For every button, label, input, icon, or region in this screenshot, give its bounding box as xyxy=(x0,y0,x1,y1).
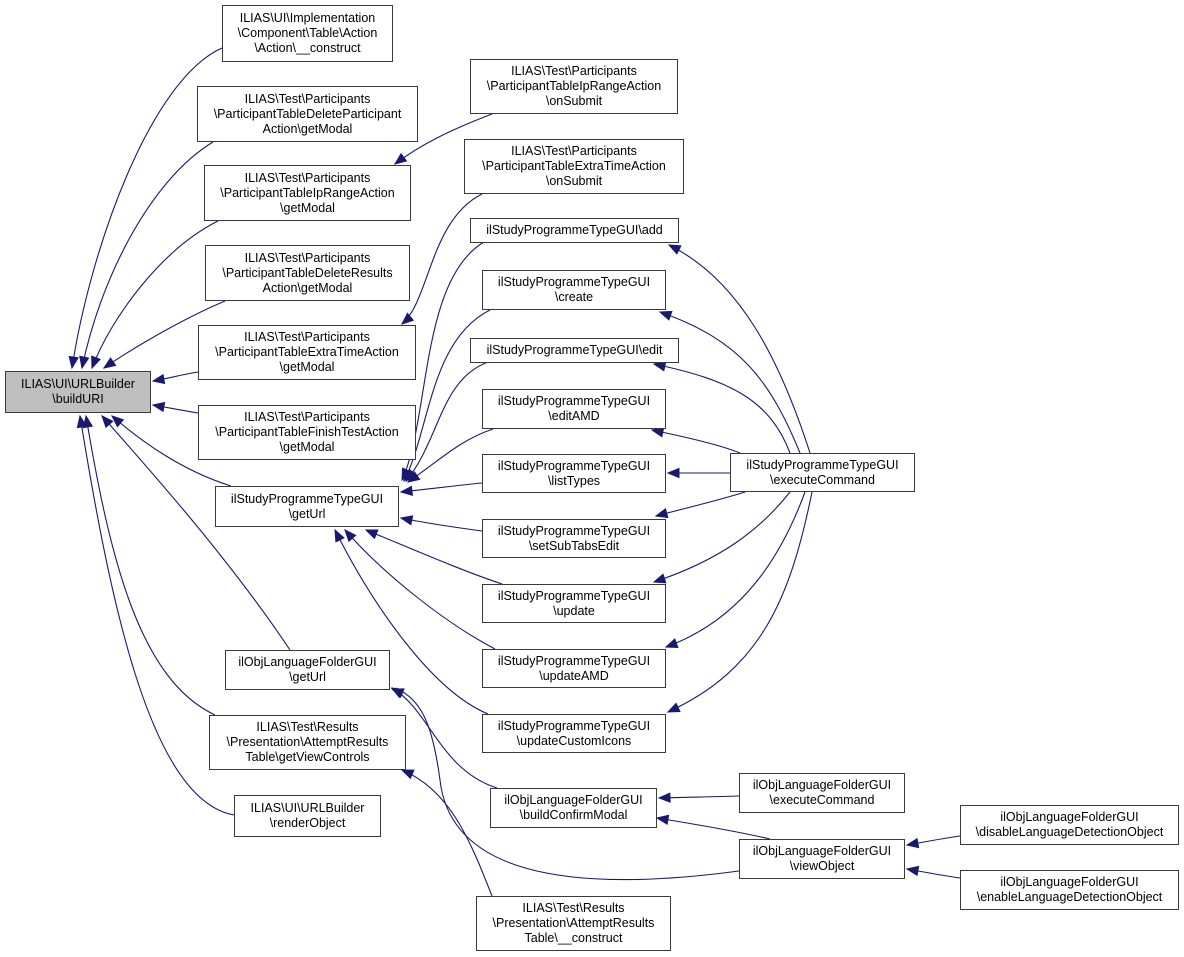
node-studyprogramme-editamd[interactable]: ilStudyProgrammeTypeGUI \editAMD xyxy=(482,389,666,429)
edge-res_construct-to-res_getViewControls xyxy=(401,769,493,897)
edge-extratime_onSubmit-to-extratime_getModal xyxy=(401,193,483,325)
arrowhead-spt_executeCommand-to-spt_create xyxy=(658,310,673,321)
edge-olf_viewObject-to-olf_getUrl xyxy=(395,687,740,881)
edge-action_construct-to-buildURI xyxy=(71,47,223,369)
node-results-getviewcontrols[interactable]: ILIAS\Test\Results \Presentation\Attempt… xyxy=(209,715,406,770)
arrowhead-finish_getModal-to-buildURI xyxy=(151,401,166,413)
edge-spt_setSubTabsEdit-to-spt_getUrl xyxy=(400,517,483,532)
node-iprange-onsubmit[interactable]: ILIAS\Test\Participants \ParticipantTabl… xyxy=(470,59,678,114)
edge-olf_viewObject-to-olf_buildConfirmModal xyxy=(656,817,771,840)
arrowhead-extratime_onSubmit-to-extratime_getModal xyxy=(400,312,415,325)
edge-spt_getUrl-to-buildURI xyxy=(111,415,232,487)
node-languagefolder-geturl[interactable]: ilObjLanguageFolderGUI \getUrl xyxy=(225,650,390,690)
edge-spt_executeCommand-to-spt_edit xyxy=(653,363,791,454)
arrowhead-spt_updateAMD-to-spt_getUrl xyxy=(344,529,357,543)
arrowhead-spt_executeCommand-to-spt_add xyxy=(667,244,682,255)
arrowhead-res_construct-to-res_getViewControls xyxy=(400,769,415,780)
edge-olf_getUrl-to-buildURI xyxy=(101,415,291,651)
node-finishtest-getmodal[interactable]: ILIAS\Test\Participants \ParticipantTabl… xyxy=(198,405,416,460)
node-languagefolder-enablelanguagedetection[interactable]: ilObjLanguageFolderGUI \enableLanguageDe… xyxy=(960,870,1179,910)
edge-spt_updateCustomIcons-to-spt_getUrl xyxy=(334,529,489,715)
arrowhead-spt_executeCommand-to-spt_update xyxy=(652,573,667,584)
edge-spt_executeCommand-to-spt_setSubTabsEdit xyxy=(655,491,746,517)
arrowhead-spt_editAMD-to-spt_getUrl xyxy=(406,471,421,483)
arrowhead-delpart_getModal-to-buildURI xyxy=(79,355,90,370)
edge-iprange_getModal-to-buildURI xyxy=(91,220,219,369)
edge-spt_updateAMD-to-spt_getUrl xyxy=(344,529,496,650)
node-studyprogramme-update[interactable]: ilStudyProgrammeTypeGUI \update xyxy=(482,584,666,623)
edge-spt_executeCommand-to-spt_create xyxy=(659,311,801,454)
edge-spt_executeCommand-to-spt_add xyxy=(668,244,811,454)
node-languagefolder-buildconfirmmodal[interactable]: ilObjLanguageFolderGUI \buildConfirmModa… xyxy=(490,788,657,828)
node-urlbuilder-renderobject[interactable]: ILIAS\UI\URLBuilder \renderObject xyxy=(234,795,381,837)
edge-spt_edit-to-spt_getUrl xyxy=(405,361,489,482)
arrowhead-olf_getUrl-to-buildURI xyxy=(101,415,114,429)
node-studyprogramme-create[interactable]: ilStudyProgrammeTypeGUI \create xyxy=(482,270,666,310)
node-results-construct[interactable]: ILIAS\Test\Results \Presentation\Attempt… xyxy=(476,896,671,951)
edge-spt_editAMD-to-spt_getUrl xyxy=(407,428,494,483)
node-extratime-onsubmit[interactable]: ILIAS\Test\Participants \ParticipantTabl… xyxy=(464,139,684,194)
edge-delres_getModal-to-buildURI xyxy=(103,300,226,369)
edge-renderObject-to-buildURI xyxy=(79,415,235,816)
edge-spt_listTypes-to-spt_getUrl xyxy=(400,482,483,493)
node-studyprogramme-setsubtabsedit[interactable]: ilStudyProgrammeTypeGUI \setSubTabsEdit xyxy=(482,519,666,558)
edge-spt_executeCommand-to-spt_updateAMD xyxy=(665,491,806,648)
node-languagefolder-executecommand[interactable]: ilObjLanguageFolderGUI \executeCommand xyxy=(739,773,905,813)
node-studyprogramme-listtypes[interactable]: ilStudyProgrammeTypeGUI \listTypes xyxy=(482,454,666,493)
arrowhead-olf_viewObject-to-olf_buildConfirmModal xyxy=(655,814,670,826)
edge-res_getViewControls-to-buildURI xyxy=(85,415,216,716)
edge-olf_executeCommand-to-olf_buildConfirmModal xyxy=(658,795,740,799)
node-languagefolder-disablelanguagedetection[interactable]: ilObjLanguageFolderGUI \disableLanguageD… xyxy=(960,805,1179,845)
arrowhead-olf_viewObject-to-olf_getUrl xyxy=(390,688,405,699)
arrowhead-renderObject-to-buildURI xyxy=(76,414,88,429)
node-languagefolder-viewobject[interactable]: ilObjLanguageFolderGUI \viewObject xyxy=(739,839,905,879)
arrowhead-spt_executeCommand-to-spt_listTypes xyxy=(666,467,680,479)
node-iprange-getmodal[interactable]: ILIAS\Test\Participants \ParticipantTabl… xyxy=(204,165,411,221)
arrowhead-spt_updateCustomIcons-to-spt_getUrl xyxy=(334,528,345,543)
node-studyprogramme-geturl[interactable]: ilStudyProgrammeTypeGUI \getUrl xyxy=(215,486,399,527)
node-extratime-getmodal[interactable]: ILIAS\Test\Participants \ParticipantTabl… xyxy=(198,325,416,380)
node-studyprogramme-updatecustomicons[interactable]: ilStudyProgrammeTypeGUI \updateCustomIco… xyxy=(482,714,666,753)
edge-spt_executeCommand-to-spt_updateCustomIcons xyxy=(667,491,813,713)
arrowhead-spt_executeCommand-to-spt_edit xyxy=(652,361,667,372)
arrowhead-olf_disableLD-to-olf_viewObject xyxy=(905,837,920,849)
arrowhead-olf_executeCommand-to-olf_buildConfirmModal xyxy=(657,792,671,803)
edge-olf_buildConfirmModal-to-olf_getUrl xyxy=(391,687,498,789)
node-buildURI[interactable]: ILIAS\UI\URLBuilder \buildURI xyxy=(5,371,151,413)
arrowhead-spt_executeCommand-to-spt_updateAMD xyxy=(664,638,679,648)
node-action-construct[interactable]: ILIAS\UI\Implementation \Component\Table… xyxy=(222,5,393,62)
arrowhead-extratime_getModal-to-buildURI xyxy=(151,373,166,385)
arrowhead-spt_setSubTabsEdit-to-spt_getUrl xyxy=(399,515,414,526)
edge-spt_executeCommand-to-spt_update xyxy=(653,491,791,583)
node-delete-results-getmodal[interactable]: ILIAS\Test\Participants \ParticipantTabl… xyxy=(205,245,410,301)
arrowhead-delres_getModal-to-buildURI xyxy=(102,357,117,369)
arrowhead-spt_executeCommand-to-spt_updateCustomIcons xyxy=(666,702,681,713)
edge-spt_update-to-spt_getUrl xyxy=(365,529,503,585)
node-delete-participant-getmodal[interactable]: ILIAS\Test\Participants \ParticipantTabl… xyxy=(197,86,418,142)
arrowhead-spt_executeCommand-to-spt_editAMD xyxy=(650,427,665,438)
node-studyprogramme-updateamd[interactable]: ilStudyProgrammeTypeGUI \updateAMD xyxy=(482,649,666,688)
arrowhead-spt_listTypes-to-spt_getUrl xyxy=(399,485,413,497)
arrowhead-action_construct-to-buildURI xyxy=(68,355,79,370)
edge-spt_create-to-spt_getUrl xyxy=(403,309,491,482)
arrowhead-spt_getUrl-to-buildURI xyxy=(110,415,125,428)
node-studyprogramme-add[interactable]: ilStudyProgrammeTypeGUI\add xyxy=(470,218,679,243)
arrowhead-iprange_getModal-to-buildURI xyxy=(91,355,101,370)
arrowhead-spt_executeCommand-to-spt_setSubTabsEdit xyxy=(654,507,669,519)
node-studyprogramme-executecommand[interactable]: ilStudyProgrammeTypeGUI \executeCommand xyxy=(730,453,915,492)
arrowhead-olf_enableLD-to-olf_viewObject xyxy=(905,865,920,877)
edge-spt_executeCommand-to-spt_editAMD xyxy=(651,429,741,454)
edge-delpart_getModal-to-buildURI xyxy=(81,141,214,369)
node-studyprogramme-edit[interactable]: ilStudyProgrammeTypeGUI\edit xyxy=(470,338,679,363)
arrowhead-spt_update-to-spt_getUrl xyxy=(364,529,379,540)
arrowhead-iprange_onSubmit-to-iprange_getModal xyxy=(393,152,408,165)
